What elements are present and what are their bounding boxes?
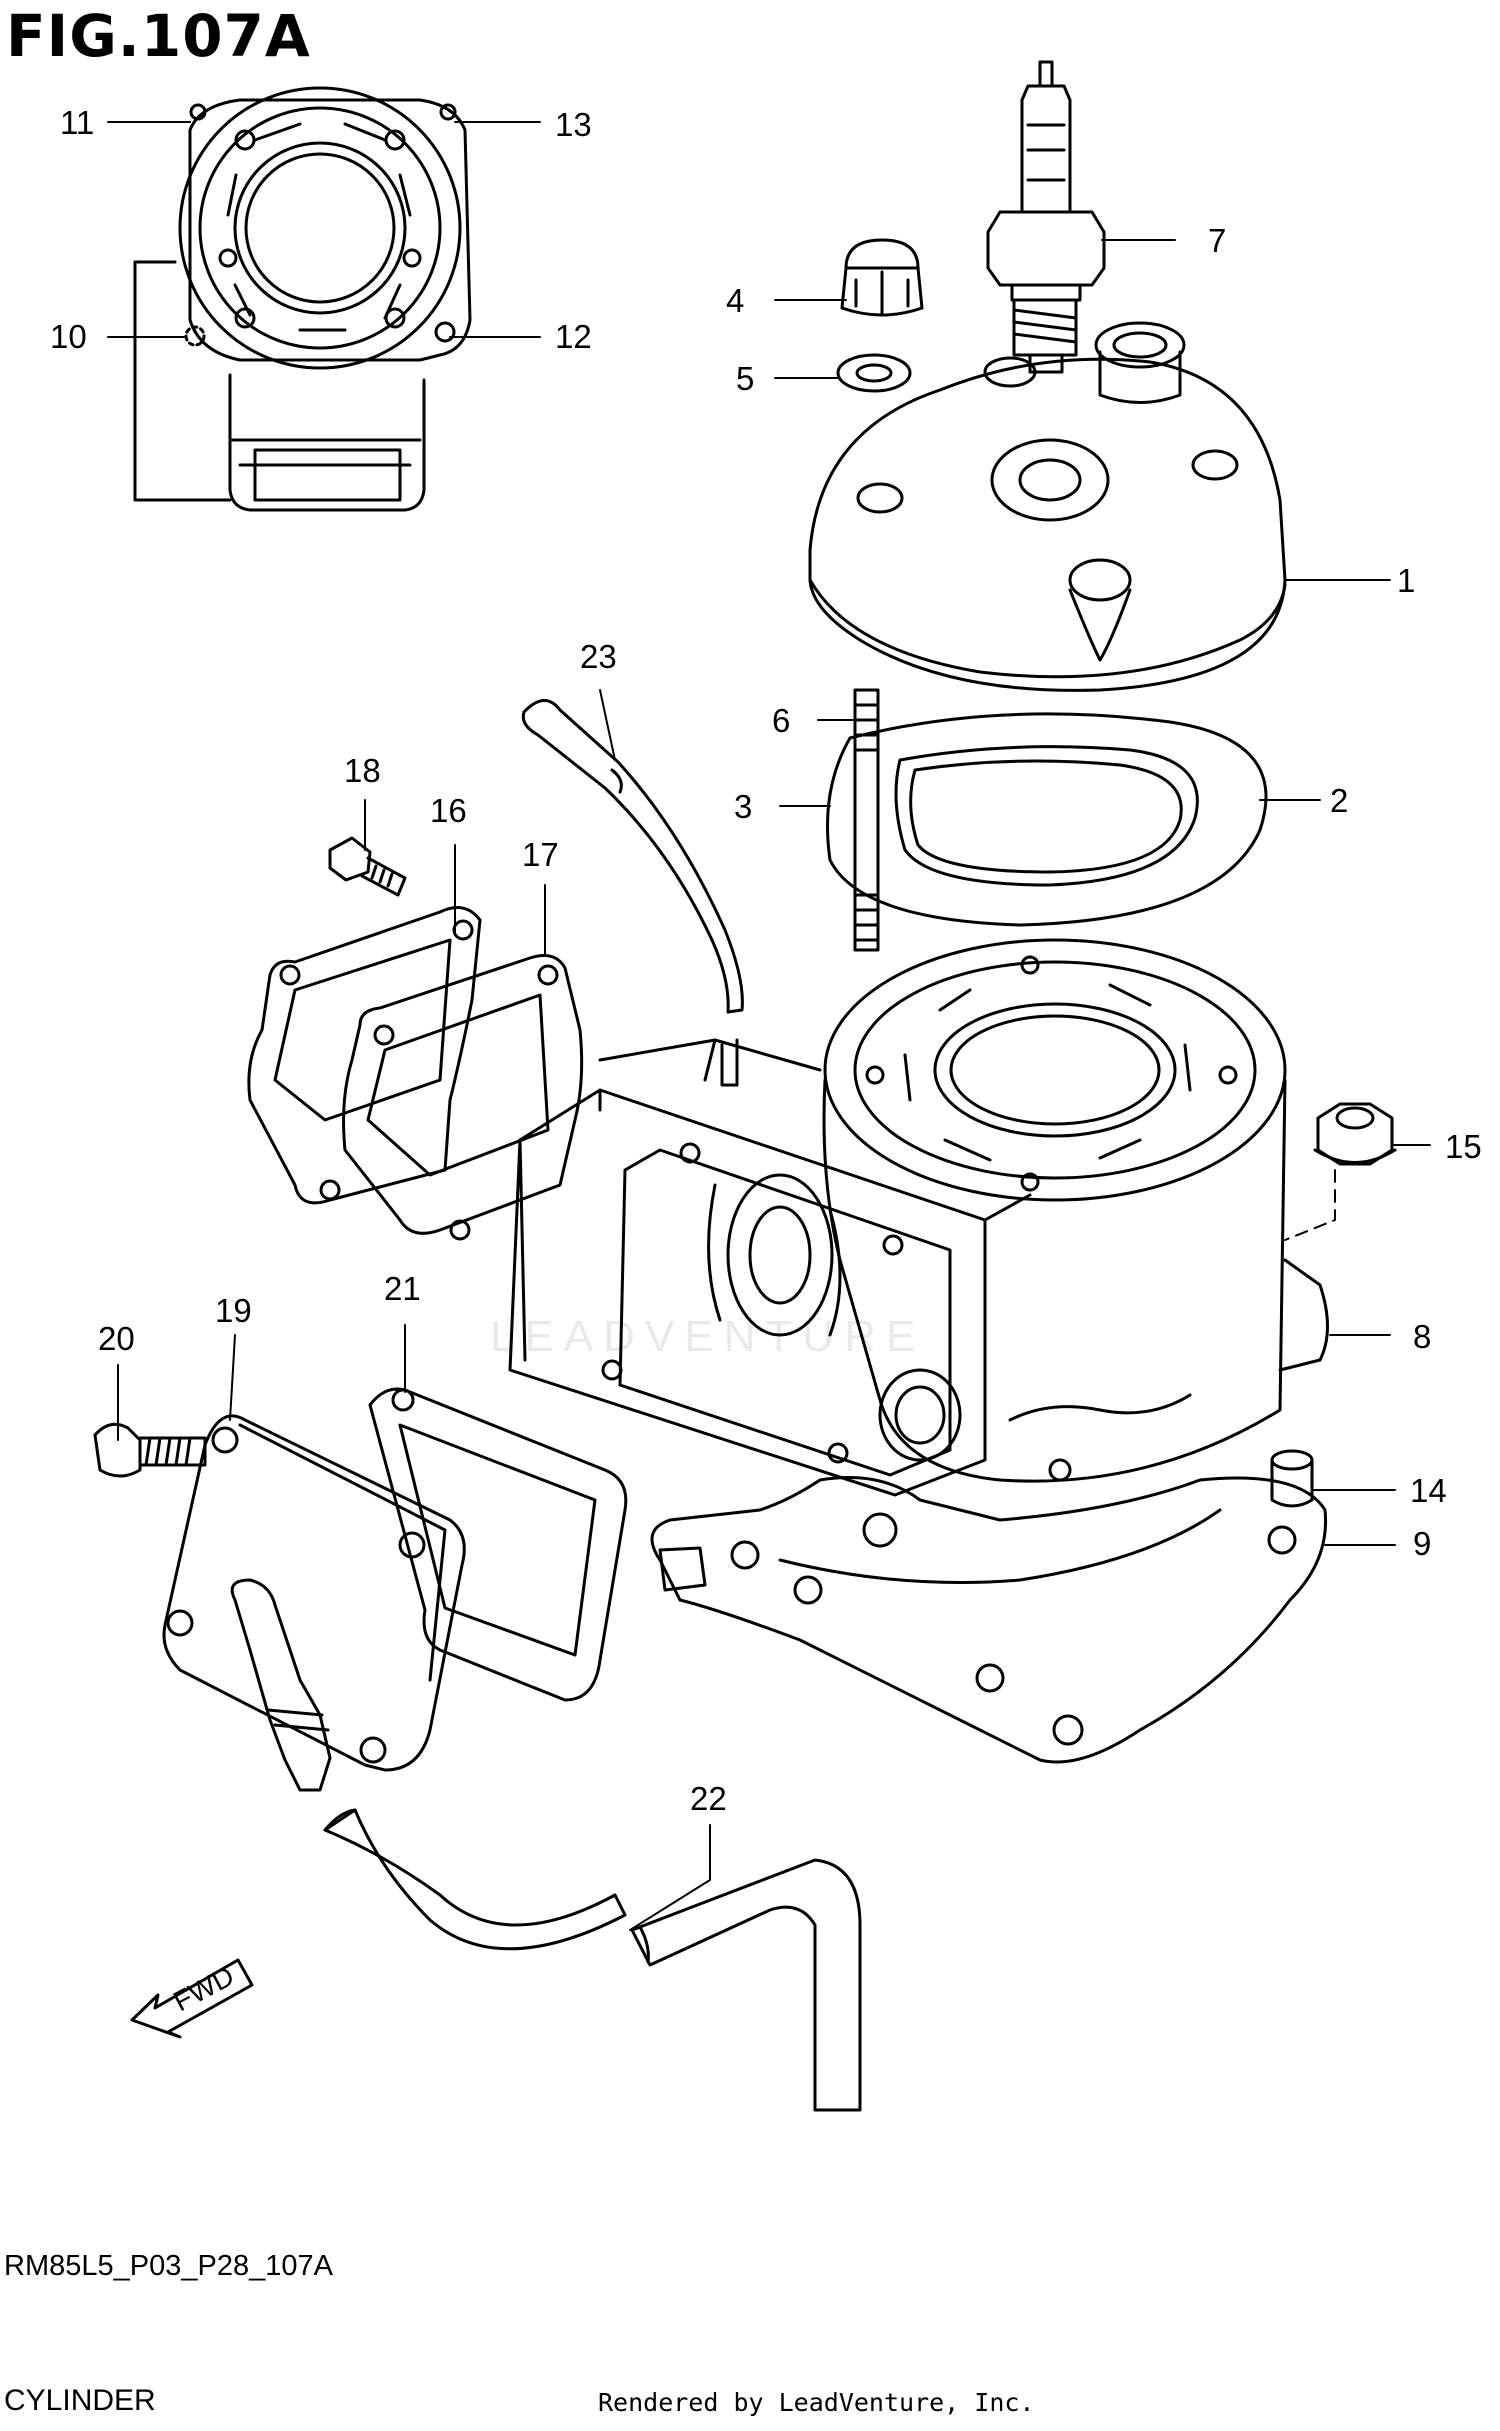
cap-nut (840, 238, 924, 317)
callout-15: 15 (1445, 1128, 1482, 1165)
stud-bolt (853, 688, 880, 952)
washer (836, 353, 912, 393)
callout-1: 1 (1397, 562, 1415, 599)
flange-nut (1313, 1102, 1397, 1166)
callout-2: 2 (1330, 782, 1348, 819)
cylinder-base-gasket (650, 1476, 1328, 1764)
figure-title: FIG.107A (6, 2, 311, 70)
callout-23: 23 (580, 638, 617, 675)
callout-22: 22 (690, 1780, 727, 1817)
head-gasket-rings (826, 712, 1268, 927)
cylinder-head (808, 321, 1287, 692)
callout-9: 9 (1413, 1525, 1431, 1562)
callout-19: 19 (215, 1292, 252, 1329)
callout-17: 17 (522, 836, 559, 873)
callout-12: 12 (555, 318, 592, 355)
callout-14: 14 (1410, 1472, 1447, 1509)
callout-7: 7 (1208, 222, 1226, 259)
drawing-reference: RM85L5_P03_P28_107A (4, 2250, 333, 2282)
dowel-pin (1270, 1449, 1314, 1508)
callout-6: 6 (772, 702, 790, 739)
reed-valve-gasket-2 (342, 954, 584, 1241)
render-credit: Rendered by LeadVenture, Inc. (598, 2388, 1035, 2417)
breather-hose (521, 699, 744, 1014)
cylinder (508, 938, 1329, 1497)
callout-5: 5 (736, 360, 754, 397)
callout-4: 4 (726, 282, 744, 319)
leader-lines (107, 121, 1431, 1931)
callout-16: 16 (430, 792, 467, 829)
callout-20: 20 (98, 1320, 135, 1357)
flange-bolt (328, 836, 407, 897)
callout-11: 11 (60, 104, 94, 141)
forward-direction-badge: FWD (130, 1958, 254, 2039)
callout-18: 18 (344, 752, 381, 789)
reed-valve-cover (162, 1414, 466, 1792)
callout-13: 13 (555, 106, 592, 143)
reed-valve-gasket (247, 906, 482, 1205)
inset-cylinder-top-view (133, 86, 472, 512)
reed-valve-gasket-3 (368, 1387, 628, 1702)
figure-caption: CYLINDER (4, 2384, 156, 2417)
callout-8: 8 (1413, 1318, 1431, 1355)
spark-plug (986, 60, 1106, 374)
reed-bolt (93, 1422, 207, 1478)
callout-21: 21 (384, 1270, 421, 1307)
watermark: LEADVENTURE (490, 1312, 926, 1361)
callout-3: 3 (734, 788, 752, 825)
callout-labels: 1 2 3 4 5 6 7 8 9 10 11 12 13 14 15 16 1… (50, 104, 1482, 1817)
intake-hose (323, 1808, 862, 2112)
callout-10: 10 (50, 318, 87, 355)
